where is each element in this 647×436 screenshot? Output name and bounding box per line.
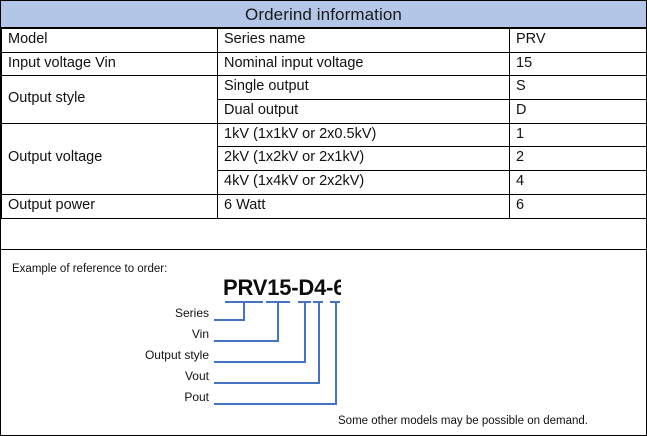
callout-drop-vout [318, 301, 320, 384]
cell-description: 4kV (1x4kV or 2x2kV) [217, 170, 510, 195]
table-row: Dual output D [2, 99, 646, 124]
table-row: Output style Single output S [1, 75, 646, 124]
ordering-table: Model Series name PRV Input voltage Vin … [1, 28, 646, 219]
callout-label-pout: Pout [184, 390, 209, 404]
callout-drop-pout [335, 301, 337, 405]
callout-line-pout [214, 403, 337, 405]
cell-code: PRV [509, 28, 646, 53]
page-title-bar: Orderind information [1, 1, 646, 28]
callout-drop-series [243, 301, 245, 321]
table-row: Output voltage 1kV (1x1kV or 2x0.5kV) 1 [1, 122, 646, 195]
cell-description: Dual output [217, 99, 510, 124]
callout-line-output-style [214, 361, 306, 363]
callout-line-vout [214, 382, 320, 384]
callout-drop-vin [277, 301, 279, 342]
callout-label-series: Series [174, 306, 209, 320]
callout-line-series [214, 319, 245, 321]
example-panel: Example of reference to order: PRV15-D4-… [1, 249, 646, 435]
cell-description: Nominal input voltage [217, 51, 510, 77]
page-title: Orderind information [245, 4, 402, 24]
callout-label-vin: Vin [191, 327, 209, 341]
cell-code: 4 [509, 170, 646, 195]
cell-description: 1kV (1x1kV or 2x0.5kV) [217, 122, 510, 148]
cell-code: S [509, 75, 646, 101]
callout-label-output-style: Output style [144, 348, 209, 362]
example-caption: Example of reference to order: [12, 263, 168, 275]
table-row: Model Series name PRV [1, 28, 646, 53]
cell-parameter: Output power [1, 193, 218, 219]
cell-description: Series name [217, 28, 510, 53]
cell-description: 6 Watt [217, 193, 510, 219]
callout-label-vout: Vout [184, 369, 209, 383]
table-row: Output power 6 Watt 6 [1, 193, 646, 219]
cell-description: Single output [217, 75, 510, 101]
cell-parameter: Output voltage [1, 122, 218, 195]
cell-parameter: Input voltage Vin [1, 51, 218, 77]
cell-parameter: Model [1, 28, 218, 53]
callout-line-vin [214, 340, 279, 342]
callout-drop-output-style [304, 301, 306, 363]
table-row: 4kV (1x4kV or 2x2kV) 4 [2, 170, 646, 195]
cell-code: 2 [509, 146, 646, 172]
table-row: Input voltage Vin Nominal input voltage … [1, 51, 646, 77]
cell-code: 6 [509, 193, 646, 219]
cell-code: 1 [509, 122, 646, 148]
cell-description: 2kV (1x2kV or 2x1kV) [217, 146, 510, 172]
cell-code: 15 [509, 51, 646, 77]
cell-parameter: Output style [1, 75, 218, 124]
cell-code: D [509, 99, 646, 124]
example-model-code: PRV15-D4-6 [223, 275, 341, 300]
example-footnote: Some other models may be possible on dem… [338, 415, 588, 427]
